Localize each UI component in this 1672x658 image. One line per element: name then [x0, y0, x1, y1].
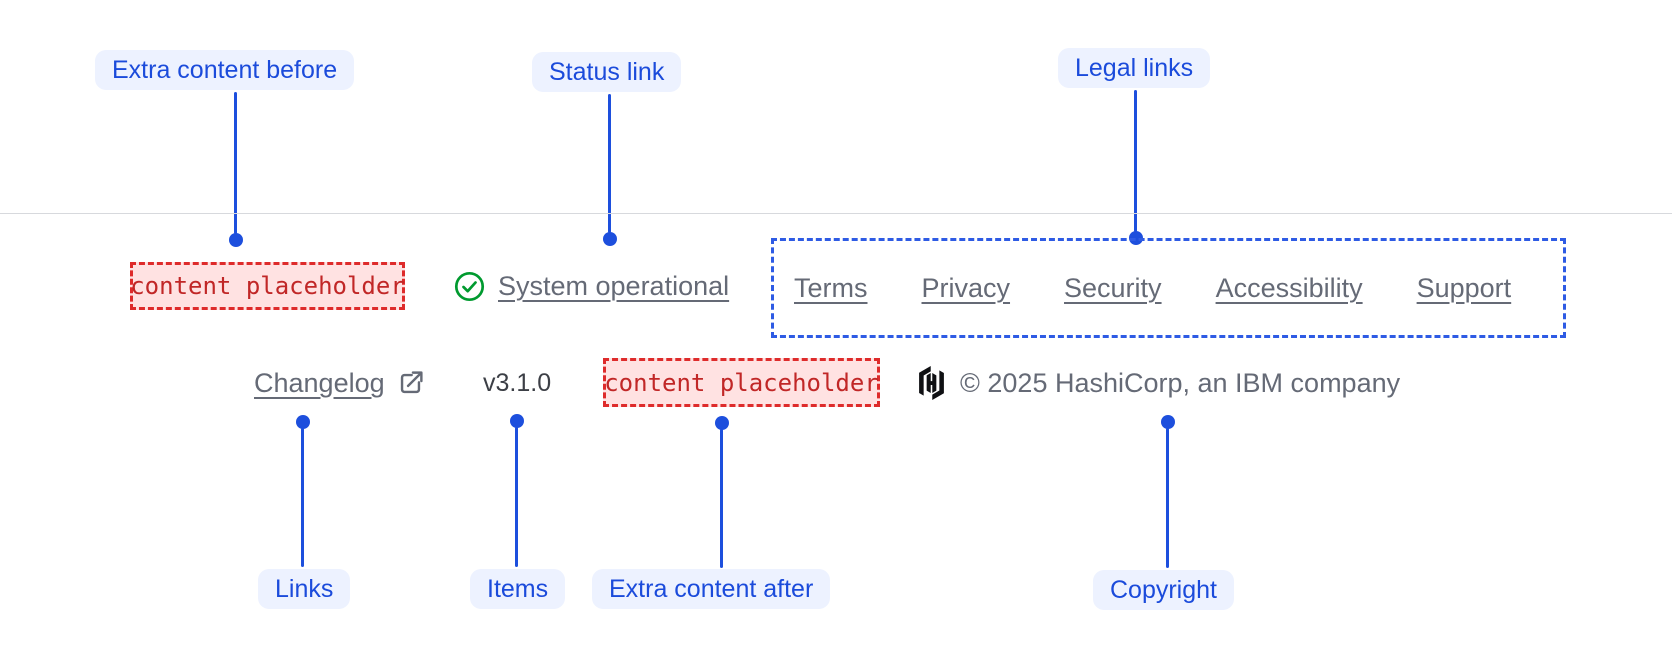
placeholder-text: content placeholder [604, 368, 879, 397]
annotation-items: Items [470, 569, 566, 609]
connector-line-extra-before [234, 92, 237, 234]
legal-link-privacy[interactable]: Privacy [921, 272, 1011, 303]
status-link[interactable]: System operational [454, 262, 729, 310]
status-link-label[interactable]: System operational [498, 270, 730, 301]
legal-link-terms[interactable]: Terms [794, 272, 868, 303]
external-link-icon [400, 370, 423, 393]
extra-content-after-placeholder: content placeholder [603, 358, 880, 407]
connector-line-extra-after [720, 429, 723, 568]
annotation-extra-content-before: Extra content before [95, 50, 355, 90]
connector-line-legal [1134, 90, 1137, 232]
hashicorp-logo-icon [919, 366, 944, 400]
copyright: © 2025 HashiCorp, an IBM company [916, 358, 1400, 408]
connector-line-items [515, 427, 518, 567]
annotation-copyright: Copyright [1093, 570, 1234, 610]
connector-dot-items [510, 414, 524, 428]
changelog-link[interactable]: Changelog [254, 358, 425, 408]
connector-line-status [608, 94, 611, 233]
extra-content-before-placeholder: content placeholder [130, 262, 405, 310]
connector-dot-status [603, 232, 617, 246]
check-circle-icon [454, 271, 485, 301]
connector-line-copyright [1166, 428, 1169, 568]
connector-dot-copyright [1161, 415, 1175, 429]
annotation-links: Links [258, 569, 351, 609]
version-label: v3.1.0 [483, 368, 552, 397]
legal-link-security[interactable]: Security [1064, 272, 1162, 303]
legal-links-region: Terms Privacy Security Accessibility Sup… [771, 238, 1566, 338]
placeholder-text: content placeholder [130, 272, 405, 300]
legal-link-accessibility[interactable]: Accessibility [1215, 272, 1363, 303]
connector-dot-links [296, 415, 310, 429]
connector-dot-extra-after [715, 416, 729, 430]
version-item: v3.1.0 [483, 358, 551, 408]
copyright-text: © 2025 HashiCorp, an IBM company [960, 367, 1401, 398]
annotation-status-link: Status link [532, 52, 682, 92]
footer-top-divider [0, 213, 1672, 214]
changelog-link-label[interactable]: Changelog [254, 367, 385, 398]
annotation-legal-links: Legal links [1058, 48, 1211, 88]
connector-line-links [301, 428, 304, 567]
legal-link-support[interactable]: Support [1416, 272, 1512, 303]
annotation-extra-content-after: Extra content after [592, 569, 831, 609]
connector-dot-extra-before [229, 233, 243, 247]
